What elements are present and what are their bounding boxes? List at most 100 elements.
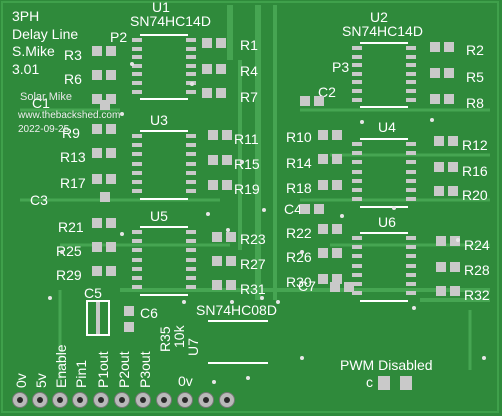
pad: [448, 136, 458, 146]
pad: [406, 89, 416, 94]
pad: [314, 204, 324, 214]
pad: [406, 169, 416, 174]
pad: [132, 189, 142, 193]
pad: [444, 42, 454, 52]
header-label-p3out: P3out: [137, 351, 153, 388]
pad: [212, 256, 222, 266]
pad: [406, 291, 416, 295]
r28-label: R28: [464, 262, 490, 278]
r32-label: R32: [464, 287, 490, 303]
pad: [430, 94, 440, 104]
via: [246, 376, 250, 380]
pad: [406, 236, 416, 240]
header-label-0v: 0v: [13, 373, 29, 388]
pad: [106, 266, 116, 276]
pad: [132, 161, 142, 166]
via: [120, 232, 124, 236]
c2-label: C2: [318, 84, 336, 100]
c6-label: C6: [140, 305, 158, 321]
pad: [352, 80, 362, 85]
pad: [132, 239, 142, 244]
u6-outline: [360, 232, 408, 302]
pad: [406, 245, 416, 250]
r21-label: R21: [58, 219, 84, 235]
pad: [100, 192, 110, 202]
pad: [208, 130, 218, 140]
r15-label: R15: [234, 156, 260, 172]
header-pin-6: [114, 392, 130, 408]
pad: [106, 174, 116, 184]
pad: [202, 88, 212, 98]
pad: [132, 230, 142, 234]
date-text: 2022-09-25: [18, 124, 70, 135]
pad: [132, 89, 142, 94]
r14-label: R14: [286, 155, 312, 171]
u3-label: U3: [150, 112, 168, 128]
u4-label: U4: [378, 119, 396, 135]
pad: [106, 218, 116, 228]
r35-value: 10k: [171, 325, 187, 348]
c5-outline: [86, 300, 110, 336]
pad: [92, 46, 102, 56]
pad: [352, 46, 362, 50]
pad: [106, 70, 116, 80]
pad: [186, 266, 196, 271]
pad: [406, 160, 416, 165]
pad: [92, 148, 102, 158]
pad: [352, 151, 362, 156]
pad: [186, 63, 196, 68]
pad: [314, 96, 324, 106]
header-label-pin1: Pin1: [73, 359, 89, 388]
header-pin-10: [198, 392, 214, 408]
pad: [186, 248, 196, 253]
pad: [406, 71, 416, 76]
r31-label: R31: [240, 281, 266, 297]
board-title-line1: 3PH: [12, 8, 40, 24]
pad: [92, 94, 102, 104]
r3-label: R3: [64, 47, 82, 63]
header-pin-5: [93, 392, 109, 408]
pad: [186, 285, 196, 289]
via: [360, 120, 364, 124]
pad: [352, 254, 362, 259]
pad: [132, 134, 142, 138]
pad: [106, 124, 116, 134]
pad: [448, 186, 458, 196]
header-label-5v: 5v: [33, 373, 49, 388]
pad: [352, 89, 362, 94]
pwm-label: PWM Disabled: [340, 357, 433, 373]
credit-text: Solar Mike: [20, 91, 72, 103]
pad: [352, 236, 362, 240]
pad: [208, 180, 218, 190]
pad: [132, 72, 142, 77]
pad: [352, 197, 362, 201]
pad: [92, 174, 102, 184]
pad: [330, 282, 340, 292]
pad: [436, 286, 446, 296]
pad: [332, 224, 342, 234]
pad: [132, 143, 142, 148]
pad: [222, 130, 232, 140]
u3-outline: [140, 130, 188, 200]
pad: [132, 55, 142, 60]
via: [120, 112, 124, 116]
r22-label: R22: [286, 225, 312, 241]
via: [48, 296, 52, 300]
pad: [352, 169, 362, 174]
pad: [92, 242, 102, 252]
pad: [406, 272, 416, 277]
c4-label: C4: [284, 201, 302, 217]
pad: [318, 154, 328, 164]
pad: [352, 54, 362, 59]
c1-label: C1: [32, 95, 50, 111]
pad: [132, 257, 142, 262]
pwm-pin-label: c: [366, 374, 373, 390]
pad: [406, 97, 416, 102]
u5-label: U5: [150, 208, 168, 224]
pad: [344, 282, 354, 292]
board-title-line3: S.Mike: [12, 43, 55, 59]
r26-label: R26: [286, 249, 312, 265]
pad: [208, 155, 218, 165]
